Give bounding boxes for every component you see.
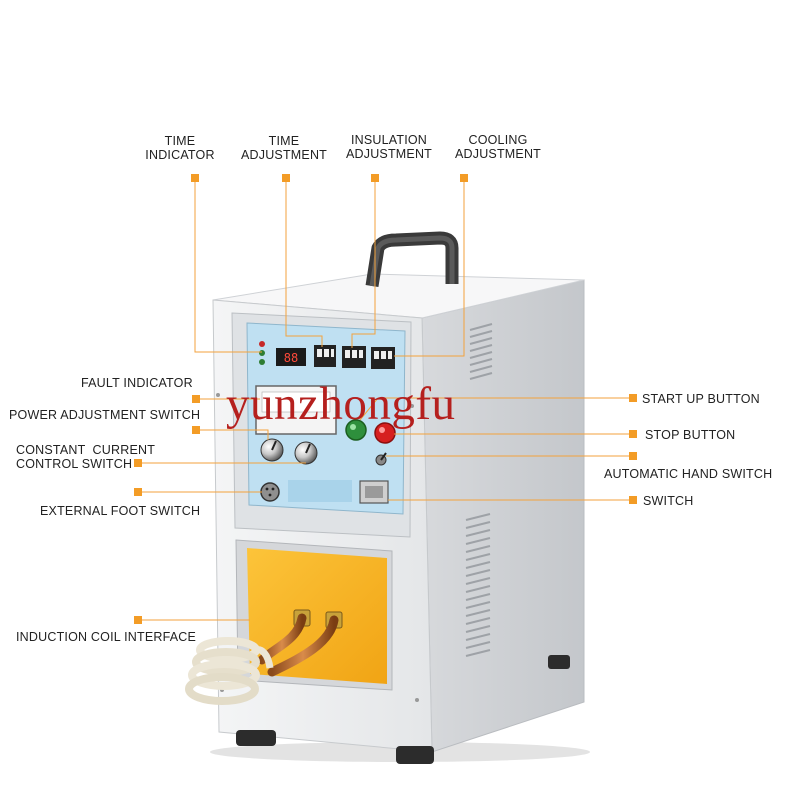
label-cooling-adjustment: COOLING ADJUSTMENT <box>454 133 542 161</box>
leader-time-adjustment <box>285 178 323 347</box>
marker-external-foot <box>134 488 142 496</box>
current-knob-pointer <box>305 443 311 454</box>
leader-insulation-adjustment <box>351 178 376 348</box>
leader-power-adjustment <box>196 429 269 440</box>
insulation-adjustment-dial[interactable] <box>342 346 366 368</box>
control-panel: 88 <box>231 312 412 538</box>
leader-start-up <box>359 397 633 421</box>
marker-time-adjustment <box>282 174 290 182</box>
side-vent-lower <box>465 513 491 657</box>
external-foot-switch-socket[interactable] <box>260 482 280 502</box>
leader-cooling-adjustment <box>394 178 465 357</box>
cabinet-side-panel <box>421 279 585 753</box>
marker-time-indicator <box>191 174 199 182</box>
nameplate <box>288 480 352 502</box>
label-induction-coil-interface: INDUCTION COIL INTERFACE <box>16 630 197 644</box>
led-indicator <box>259 359 265 365</box>
callout-lines <box>138 178 633 621</box>
panel-screw <box>216 393 220 397</box>
label-start-up-button: START UP BUTTON <box>642 392 760 406</box>
led-indicator <box>259 350 265 356</box>
label-time-indicator: TIME INDICATOR <box>145 134 215 162</box>
start-button-highlight <box>350 424 356 430</box>
side-vent-upper <box>469 323 493 380</box>
carry-handle <box>365 231 459 288</box>
marker-cooling-adjustment <box>460 174 468 182</box>
time-display-readout: 88 <box>284 351 298 365</box>
current-meter-scale <box>261 391 331 413</box>
callout-markers <box>134 174 637 624</box>
label-time-adjustment: TIME ADJUSTMENT <box>240 134 328 162</box>
cabinet-foot <box>396 746 434 764</box>
watermark-text: yunzhongfu <box>226 378 456 430</box>
label-power-adjustment-switch: POWER ADJUSTMENT SWITCH <box>9 408 201 422</box>
label-fault-indicator: FAULT INDICATOR <box>81 376 193 390</box>
marker-auto-hand <box>629 452 637 460</box>
marker-stop <box>629 430 637 438</box>
label-stop-button: STOP BUTTON <box>645 428 736 442</box>
cabinet-foot <box>236 730 276 746</box>
label-automatic-hand-switch: AUTOMATIC HAND SWITCH <box>604 467 773 481</box>
led-indicator <box>259 341 265 347</box>
label-insulation-adjustment: INSULATION ADJUSTMENT <box>345 133 433 161</box>
marker-constant-current <box>134 459 142 467</box>
marker-switch <box>629 496 637 504</box>
power-knob-pointer <box>271 440 277 451</box>
cooling-adjustment-dial[interactable] <box>371 347 395 369</box>
label-external-foot-switch: EXTERNAL FOOT SWITCH <box>40 504 201 518</box>
stop-button-highlight <box>379 427 385 433</box>
power-switch-rocker <box>365 486 383 498</box>
panel-screw <box>415 698 419 702</box>
marker-induction-coil <box>134 616 142 624</box>
label-constant-current-control-switch: CONSTANT CURRENT CONTROL SWITCH <box>16 443 156 471</box>
marker-start-up <box>629 394 637 402</box>
output-panel <box>235 539 393 691</box>
marker-fault-indicator <box>192 395 200 403</box>
marker-insulation-adjustment <box>371 174 379 182</box>
label-switch: SWITCH <box>643 494 694 508</box>
marker-power-adjustment <box>192 426 200 434</box>
socket-pin <box>271 487 275 491</box>
time-display <box>276 348 306 366</box>
time-adjustment-dial[interactable] <box>314 345 336 367</box>
socket-pin <box>268 493 272 497</box>
cabinet-foot <box>548 655 570 669</box>
induction-coil <box>185 613 339 705</box>
leader-time-indicator <box>194 178 262 353</box>
automatic-hand-toggle <box>380 452 387 461</box>
socket-pin <box>265 487 269 491</box>
